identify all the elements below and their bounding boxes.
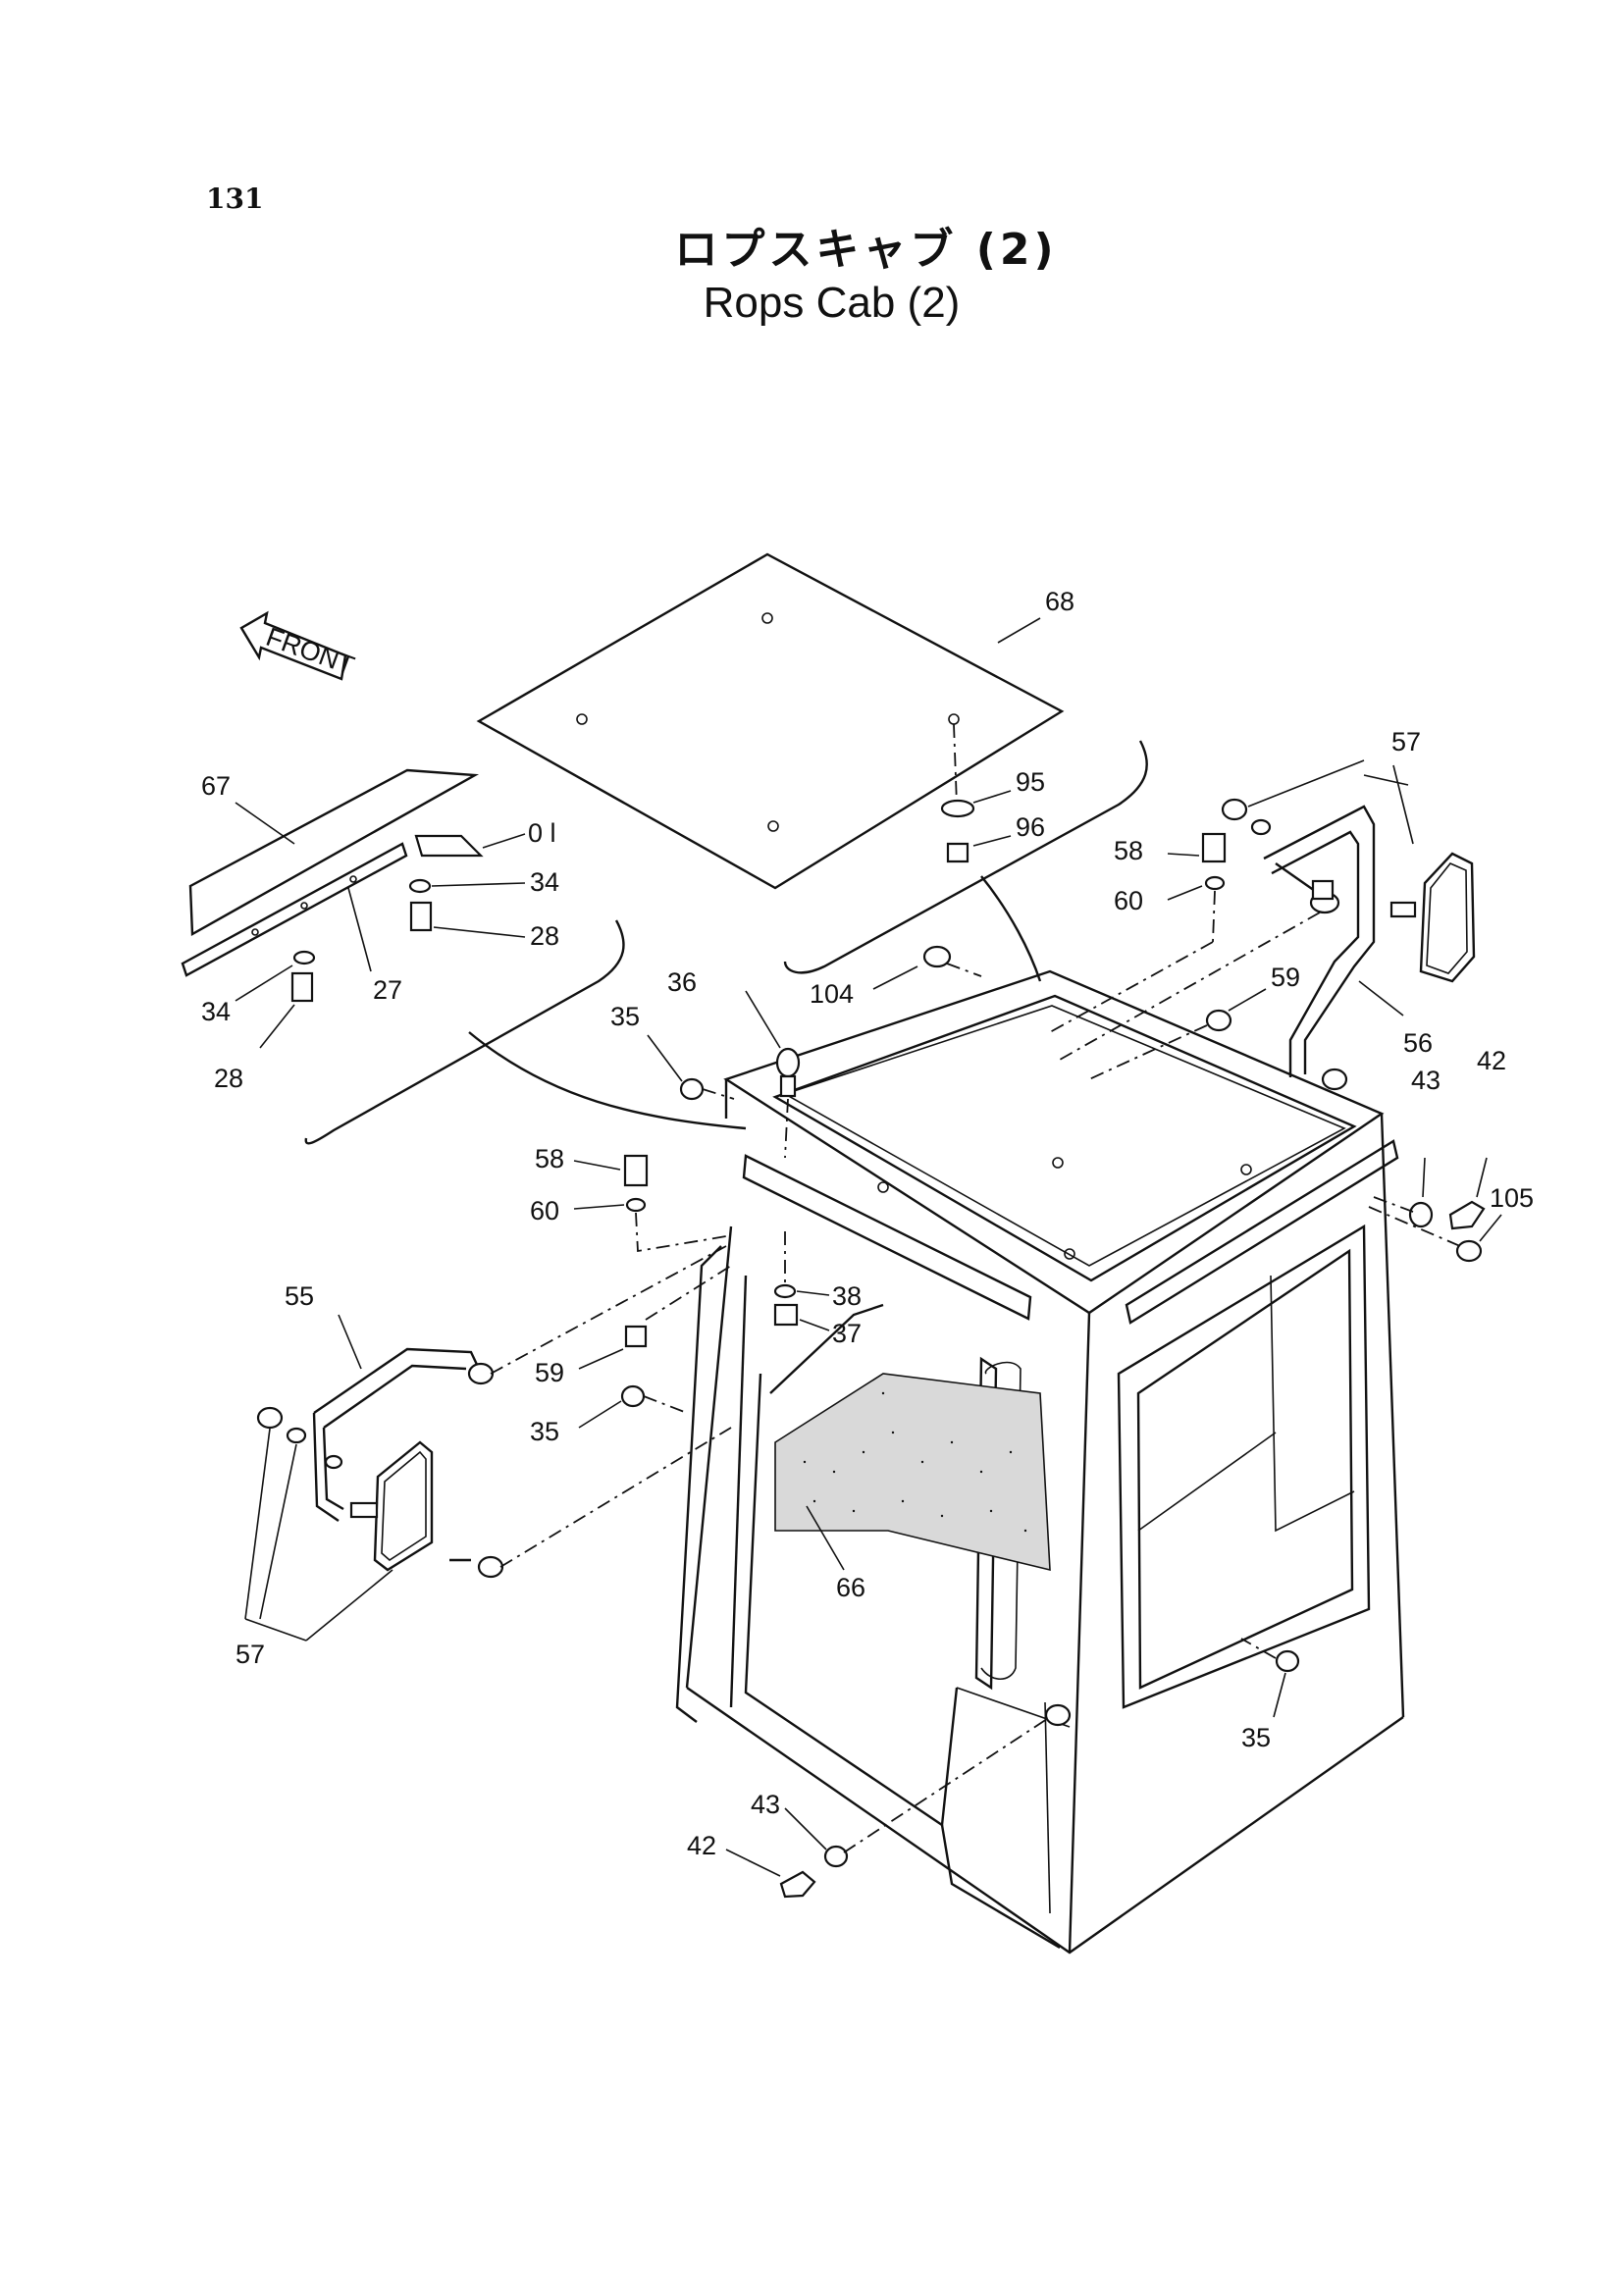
callout-35-upper: 35 <box>610 1002 640 1031</box>
callout-105: 105 <box>1490 1183 1534 1213</box>
callout-28-lower: 28 <box>214 1064 243 1093</box>
callout-55: 55 <box>285 1281 314 1311</box>
callout-38: 38 <box>832 1281 862 1311</box>
callout-66: 66 <box>836 1573 865 1602</box>
page-number: 131 <box>206 182 264 215</box>
callout-58-left: 58 <box>535 1144 564 1173</box>
callout-35-left: 35 <box>530 1417 559 1446</box>
callout-67: 67 <box>201 771 231 801</box>
callout-01: 0 l <box>528 818 556 848</box>
callout-59-right: 59 <box>1271 963 1300 992</box>
callout-56: 56 <box>1403 1028 1433 1058</box>
page-title-english: Rops Cab (2) <box>703 279 961 327</box>
callout-58-right: 58 <box>1114 836 1143 865</box>
floor-mat-texture <box>803 1391 1027 1533</box>
callout-60-left: 60 <box>530 1196 559 1225</box>
callout-57-right: 57 <box>1391 727 1421 756</box>
callout-42-lower: 42 <box>687 1831 716 1860</box>
callout-34-upper: 34 <box>530 867 559 897</box>
callout-95: 95 <box>1016 767 1045 797</box>
front-arrow-icon: FRONT <box>239 610 358 681</box>
callout-60-right: 60 <box>1114 886 1143 915</box>
callout-36: 36 <box>667 967 697 997</box>
callout-43-lower: 43 <box>751 1790 780 1819</box>
roof-panel-68 <box>476 552 1065 890</box>
floor-mat-66 <box>774 1373 1051 1572</box>
left-mirror-57 <box>373 1440 434 1572</box>
callout-42-right: 42 <box>1477 1046 1506 1075</box>
callout-57-left: 57 <box>236 1640 265 1669</box>
callout-37: 37 <box>832 1319 862 1348</box>
callout-68: 68 <box>1045 587 1074 616</box>
page-title-japanese: ロプスキャブ (2) <box>674 225 1058 275</box>
front-arrow-label: FRONT <box>262 622 358 681</box>
callout-35-lower: 35 <box>1241 1723 1271 1752</box>
callout-43-right: 43 <box>1411 1066 1441 1095</box>
cab-body <box>675 969 1405 1955</box>
right-mirror-57 <box>1419 852 1476 983</box>
callout-59-left: 59 <box>535 1358 564 1387</box>
callout-34-lower: 34 <box>201 997 231 1026</box>
callout-96: 96 <box>1016 812 1045 842</box>
callout-27: 27 <box>373 975 402 1005</box>
sun-visor-67 <box>181 768 480 977</box>
callout-104: 104 <box>810 979 854 1009</box>
callout-28-upper: 28 <box>530 921 559 951</box>
